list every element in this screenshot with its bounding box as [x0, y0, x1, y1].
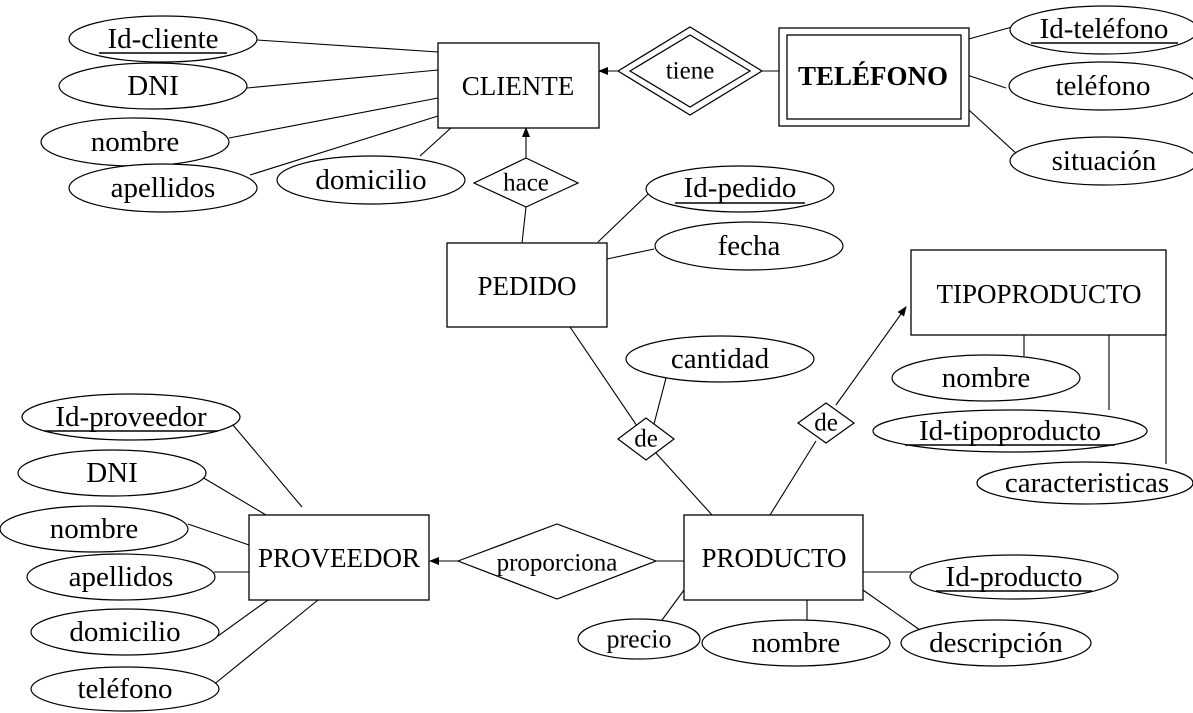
attribute-proveedor-dni-label: DNI	[86, 457, 138, 489]
attribute-producto-nombre-label: nombre	[752, 627, 841, 659]
entity-proveedor[interactable]: PROVEEDOR	[248, 514, 430, 601]
attribute-cliente-nombre-label: nombre	[91, 126, 180, 158]
attribute-tipoproducto-nombre[interactable]: nombre	[891, 354, 1081, 402]
entity-pedido-label: PEDIDO	[478, 271, 577, 301]
attribute-tipoproducto-nombre-label: nombre	[942, 362, 1031, 394]
attribute-proveedor-telefono-label: teléfono	[77, 673, 172, 705]
attribute-producto-nombre[interactable]: nombre	[701, 619, 891, 667]
attribute-proveedor-id[interactable]: Id-proveedor	[21, 393, 241, 441]
attribute-proveedor-nombre-label: nombre	[50, 513, 139, 545]
attribute-producto-id[interactable]: Id-producto	[909, 554, 1119, 600]
attribute-telefono-id-label: Id-teléfono	[1040, 13, 1169, 45]
attribute-cliente-dni[interactable]: DNI	[58, 62, 248, 110]
entity-producto-label: PRODUCTO	[701, 543, 846, 573]
connector-de-pedido	[569, 326, 638, 427]
attribute-pedido-fecha[interactable]: fecha	[654, 221, 844, 271]
attribute-de-cantidad-label: cantidad	[671, 343, 770, 375]
attribute-de-cantidad[interactable]: cantidad	[625, 335, 815, 383]
connector-de-producto	[654, 451, 713, 516]
connector-producto-precio	[661, 589, 685, 621]
relationship-hace[interactable]: hace	[472, 157, 580, 208]
connector-de2-tipoproducto	[835, 306, 907, 406]
attribute-pedido-id-label: Id-pedido	[684, 172, 797, 204]
connector-de2-producto	[769, 440, 817, 516]
attribute-producto-precio-label: precio	[607, 625, 672, 654]
connector-cliente-apellidos	[249, 115, 439, 176]
connector-proveedor-nombre	[187, 523, 250, 546]
attribute-telefono-telefono[interactable]: teléfono	[1008, 61, 1193, 111]
connectors	[187, 26, 1167, 687]
attribute-proveedor-dni[interactable]: DNI	[17, 449, 207, 497]
connector-de-cantidad	[653, 377, 667, 425]
attribute-tipoproducto-id[interactable]: Id-tipoproducto	[872, 409, 1148, 453]
attribute-proveedor-apellidos-label: apellidos	[69, 561, 174, 593]
attribute-telefono-telefono-label: teléfono	[1055, 70, 1150, 102]
connector-producto-descripcion	[862, 589, 921, 631]
entity-cliente-label: CLIENTE	[462, 71, 574, 101]
attribute-proveedor-id-label: Id-proveedor	[55, 401, 207, 433]
attribute-pedido-id[interactable]: Id-pedido	[645, 165, 835, 213]
attribute-proveedor-telefono[interactable]: teléfono	[30, 666, 220, 712]
connector-hace-pedido	[521, 206, 527, 244]
attribute-tipoproducto-caracteristicas[interactable]: caracteristicas	[976, 461, 1193, 505]
connector-proveedor-telefono	[211, 599, 319, 687]
relationship-de-producto-tipo[interactable]: de	[796, 402, 856, 444]
entity-cliente[interactable]: CLIENTE	[437, 42, 600, 129]
connector-pedido-id	[597, 193, 649, 243]
attribute-cliente-apellidos-label: apellidos	[111, 172, 216, 204]
attribute-pedido-fecha-label: fecha	[718, 230, 781, 262]
relationship-tiene-label: tiene	[666, 58, 715, 85]
attribute-tipoproducto-id-label: Id-tipoproducto	[919, 415, 1101, 447]
attribute-producto-precio[interactable]: precio	[577, 618, 701, 660]
relationship-proporciona-label: proporciona	[497, 550, 618, 577]
attribute-telefono-id[interactable]: Id-teléfono	[1009, 5, 1193, 55]
connector-cliente-nombre	[228, 97, 439, 139]
attribute-cliente-domicilio[interactable]: domicilio	[276, 155, 466, 205]
connector-pedido-fecha	[606, 248, 655, 260]
entity-tipoproducto-label: TIPOPRODUCTO	[936, 279, 1141, 309]
relationship-proporciona[interactable]: proporciona	[456, 523, 658, 600]
attribute-telefono-situacion[interactable]: situación	[1009, 136, 1193, 186]
connector-cliente-dni	[246, 69, 439, 89]
attribute-proveedor-nombre[interactable]: nombre	[0, 505, 189, 553]
connector-cliente-id	[256, 39, 439, 53]
attribute-tipoproducto-caracteristicas-label: caracteristicas	[1005, 467, 1169, 499]
attribute-cliente-nombre[interactable]: nombre	[40, 117, 230, 167]
attribute-producto-descripcion[interactable]: descripción	[900, 619, 1092, 667]
attribute-cliente-domicilio-label: domicilio	[315, 164, 426, 196]
relationship-hace-label: hace	[503, 170, 549, 197]
attribute-cliente-id-label: Id-cliente	[107, 23, 218, 55]
entity-pedido[interactable]: PEDIDO	[446, 242, 608, 328]
attribute-cliente-id[interactable]: Id-cliente	[68, 15, 258, 63]
connector-proveedor-id	[232, 424, 303, 508]
relationship-tiene[interactable]: tiene	[616, 26, 764, 116]
attribute-cliente-apellidos[interactable]: apellidos	[68, 163, 258, 213]
attribute-telefono-situacion-label: situación	[1052, 145, 1157, 177]
attribute-proveedor-domicilio-label: domicilio	[69, 616, 180, 648]
attribute-proveedor-apellidos[interactable]: apellidos	[26, 553, 216, 601]
entity-telefono[interactable]: TELÉFONO	[778, 27, 970, 127]
entity-telefono-label: TELÉFONO	[798, 61, 948, 91]
attribute-producto-id-label: Id-producto	[946, 561, 1083, 593]
entity-tipoproducto[interactable]: TIPOPRODUCTO	[910, 249, 1167, 336]
connector-proveedor-dni	[201, 476, 267, 516]
connector-cliente-domicilio	[419, 126, 453, 157]
attribute-producto-descripcion-label: descripción	[929, 627, 1063, 659]
attribute-proveedor-domicilio[interactable]: domicilio	[30, 608, 220, 656]
entity-producto[interactable]: PRODUCTO	[683, 514, 864, 601]
relationship-de-pedido-producto[interactable]: de	[617, 417, 675, 461]
entity-proveedor-label: PROVEEDOR	[258, 543, 420, 573]
relationship-de-pedido-producto-label: de	[634, 426, 658, 453]
relationship-de-producto-tipo-label: de	[814, 410, 838, 437]
connector-proveedor-domicilio	[217, 599, 269, 637]
attribute-cliente-dni-label: DNI	[127, 70, 179, 102]
